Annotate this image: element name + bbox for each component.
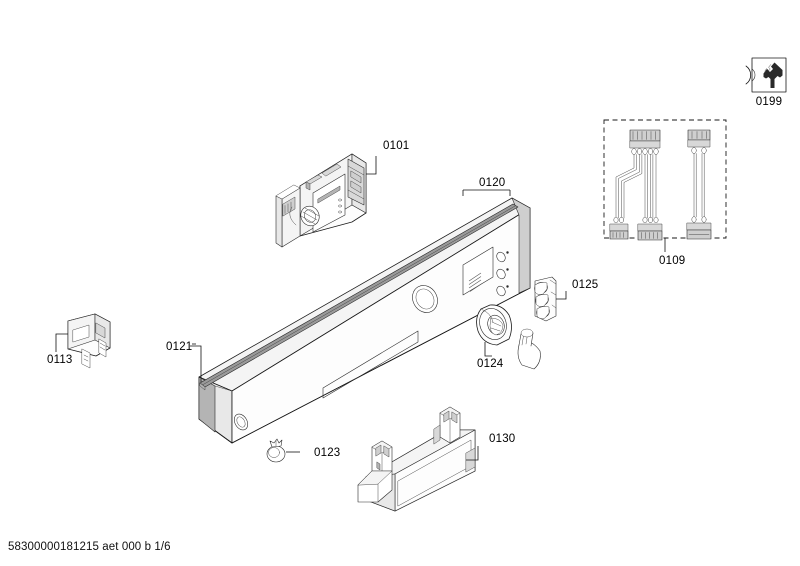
knob-inner-ring (487, 314, 505, 336)
harness-lower-right-ferrules (642, 216, 659, 224)
part-label-0109: 0109 (659, 255, 685, 267)
leader-0125 (556, 291, 567, 300)
panel-right-end (511, 197, 531, 294)
indicator-dot-2 (506, 268, 509, 271)
part-0101-control-module[interactable]: 0101 (275, 140, 409, 248)
footer-document-code: 58300000181215 aet 000 b 1/6 (8, 541, 171, 553)
indicator-button-1[interactable] (495, 285, 507, 298)
panel-lower-recess (322, 330, 419, 399)
multi-wire-harness (609, 129, 663, 241)
leader-0124 (484, 342, 492, 357)
bracket-slot (72, 324, 90, 343)
button-stack (534, 282, 550, 319)
part-label-0121: 0121 (166, 341, 192, 353)
part-label-0125: 0125 (572, 279, 598, 291)
module-led-row (338, 198, 342, 214)
cap-plug-body (266, 445, 286, 463)
two-wire-bottom-connector (686, 222, 712, 240)
wrench-and-part-icon (745, 62, 783, 88)
part-label-0120: 0120 (479, 177, 505, 189)
indicator-button-3[interactable] (495, 251, 507, 264)
leader-0101 (366, 156, 377, 175)
part-0121-trim-strip[interactable]: 0121 (166, 203, 519, 391)
part-0125-button-set[interactable]: 0125 (533, 276, 598, 322)
part-0130-support-rail[interactable]: 0130 (357, 406, 515, 512)
part-label-0130: 0130 (489, 433, 515, 445)
two-wire-harness (686, 129, 712, 240)
push-button[interactable] (517, 328, 541, 370)
part-0113-bracket[interactable]: 0113 (47, 313, 111, 369)
module-rotary-element (300, 205, 320, 227)
display-window (462, 246, 494, 296)
leader-0121 (190, 345, 202, 382)
part-0123-cap-plug[interactable]: 0123 (266, 438, 340, 463)
part-0124-rotary-knob[interactable]: 0124 (475, 304, 541, 370)
rail-tab-post-left (357, 440, 393, 503)
rail-tab-post-right (433, 406, 461, 445)
harness-lower-right-connector (637, 223, 663, 241)
harness-top-ferrules (631, 148, 659, 155)
knob-recess (412, 285, 438, 313)
tool-badge-0199[interactable]: 0199 (745, 57, 787, 108)
indicator-buttons[interactable] (495, 251, 509, 298)
wrench-glyph (763, 62, 783, 88)
part-label-0199: 0199 (756, 96, 782, 108)
indicator-button-2[interactable] (495, 268, 507, 281)
oval-vent-hole (233, 413, 249, 431)
bracket-leg (81, 348, 91, 369)
indicator-dot-3 (506, 251, 509, 254)
module-left-bracket (275, 184, 301, 248)
module-right-connector (347, 158, 365, 206)
leader-0130 (466, 446, 479, 461)
module-top-ribs (305, 163, 342, 191)
harness-lower-left-connector (609, 223, 629, 240)
harness-lower-left-ferrules (613, 216, 624, 224)
harness-group-0109[interactable]: 0109 (603, 119, 727, 267)
leader-0113 (55, 333, 68, 352)
part-label-0113: 0113 (47, 354, 73, 366)
part-label-0123: 0123 (314, 447, 340, 459)
indicator-dot-1 (506, 285, 509, 288)
part-label-0124: 0124 (477, 358, 504, 370)
part-label-0101: 0101 (383, 140, 409, 152)
